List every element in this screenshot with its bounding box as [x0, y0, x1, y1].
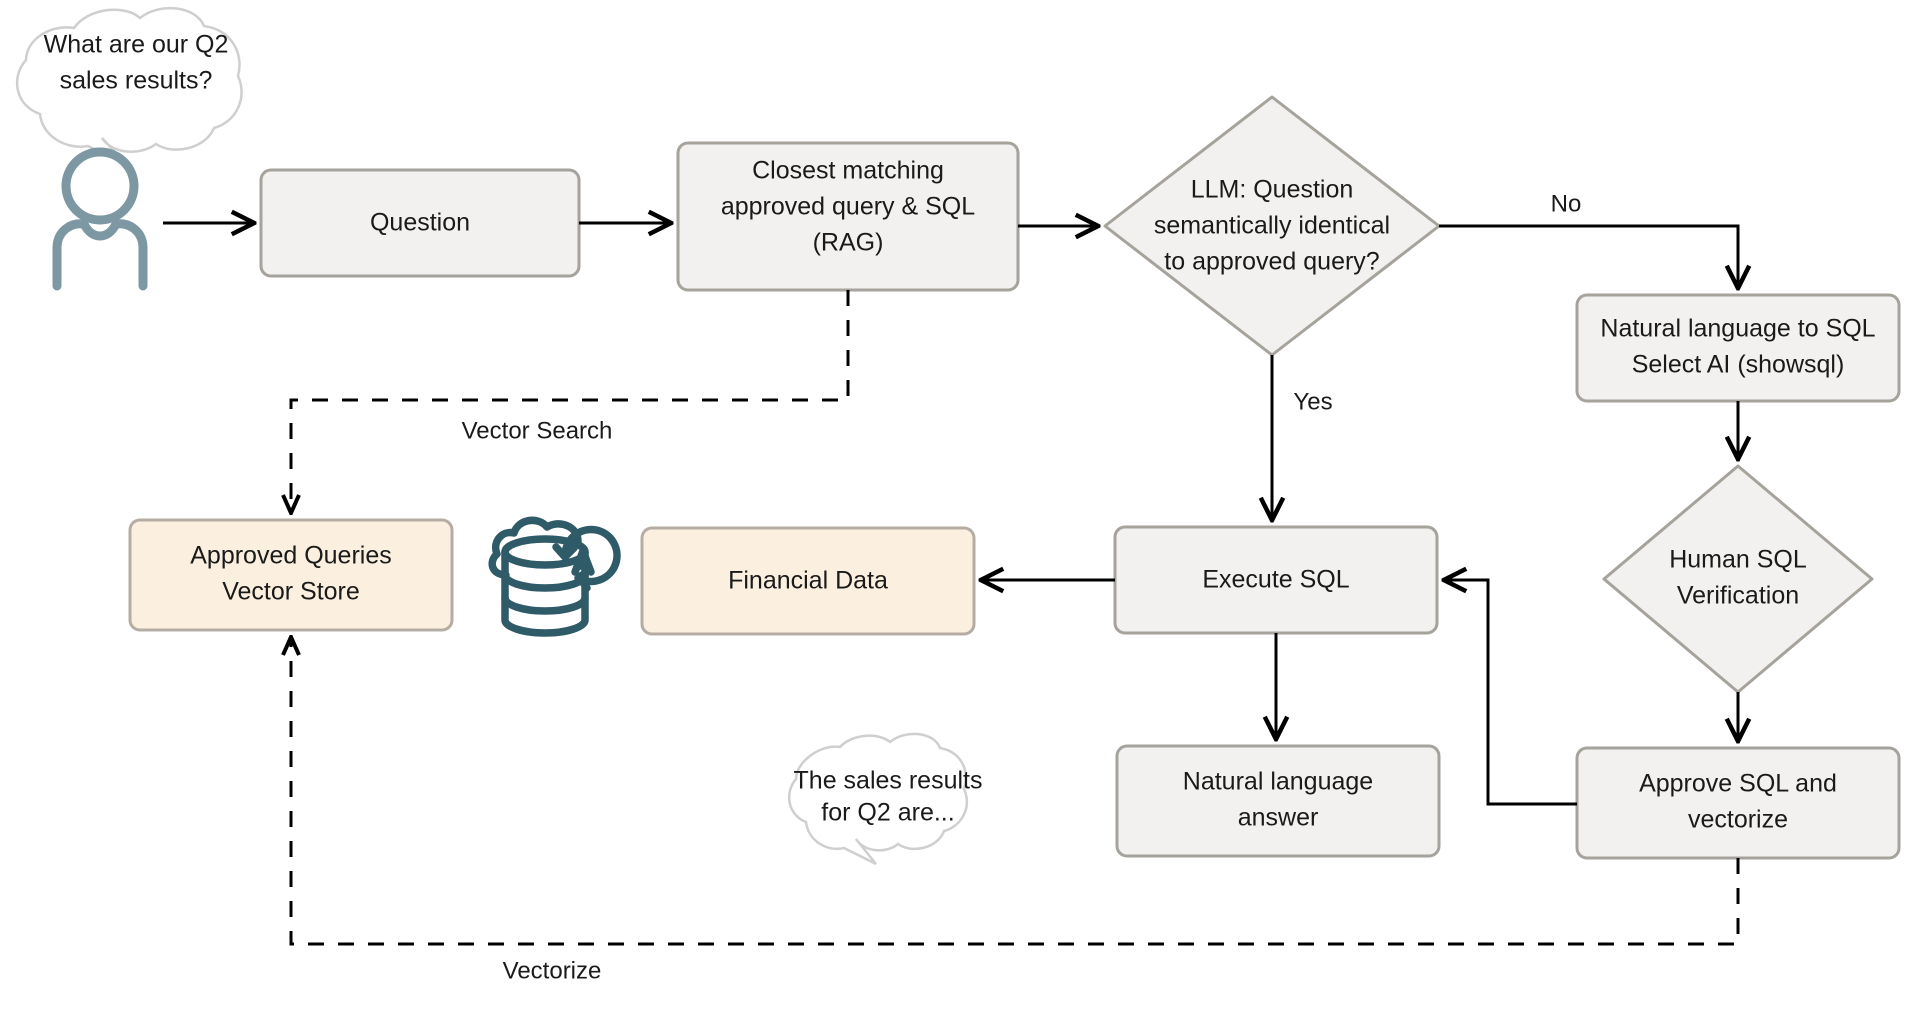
- node-approved-queries-line1: Approved Queries: [190, 542, 392, 570]
- node-nl-to-sql-box[interactable]: [1575, 293, 1901, 403]
- node-approve-vectorize-line2: vectorize: [1688, 806, 1788, 834]
- node-approve-vectorize-line1: Approve SQL and: [1639, 770, 1837, 798]
- edge-llm-decision-no: [1439, 224, 1738, 286]
- answer-speech-bubble: The sales results for Q2 are...: [787, 732, 983, 866]
- node-rag-line3: (RAG): [813, 229, 884, 257]
- edge-label-yes: Yes: [1293, 388, 1332, 415]
- node-rag-line1: Closest matching: [752, 157, 944, 185]
- answer-bubble-line2: for Q2 are...: [821, 799, 954, 827]
- node-llm-decision-line1: LLM: Question: [1191, 176, 1354, 204]
- edge-vectorize: [291, 639, 1740, 946]
- question-bubble-line2: sales results?: [60, 67, 213, 95]
- node-nl-to-sql-line2: Select AI (showsql): [1632, 351, 1845, 379]
- node-rag-line2: approved query & SQL: [721, 193, 975, 221]
- node-nl-answer-line1: Natural language: [1183, 768, 1373, 796]
- node-human-verification-line2: Verification: [1677, 582, 1799, 610]
- autonomous-database-icon: [488, 516, 621, 637]
- node-execute-sql[interactable]: Execute SQL: [1113, 525, 1439, 635]
- node-llm-decision-line2: semantically identical: [1154, 212, 1390, 240]
- node-human-verification-line1: Human SQL: [1669, 546, 1807, 574]
- node-nl-to-sql[interactable]: Natural language to SQL Select AI (shows…: [1575, 293, 1901, 403]
- node-financial-data[interactable]: Financial Data: [640, 526, 976, 636]
- edge-label-vectorize: Vectorize: [503, 957, 602, 984]
- edge-label-no: No: [1551, 190, 1582, 217]
- node-approved-queries-box[interactable]: [128, 518, 454, 632]
- node-execute-sql-label: Execute SQL: [1202, 566, 1349, 594]
- node-rag[interactable]: Closest matching approved query & SQL (R…: [676, 141, 1020, 292]
- person-icon: [52, 147, 148, 291]
- node-nl-answer-line2: answer: [1238, 804, 1319, 832]
- edge-vector-search: [291, 290, 850, 511]
- node-financial-data-label: Financial Data: [728, 567, 888, 595]
- question-bubble-line1: What are our Q2: [44, 31, 229, 59]
- node-nl-answer[interactable]: Natural language answer: [1115, 744, 1441, 858]
- edge-approve-to-execute-sql: [1446, 580, 1577, 806]
- node-human-verification[interactable]: Human SQL Verification: [1602, 464, 1874, 694]
- node-llm-decision[interactable]: LLM: Question semantically identical to …: [1103, 95, 1441, 357]
- node-llm-decision-line3: to approved query?: [1164, 248, 1379, 276]
- question-speech-bubble: What are our Q2 sales results?: [15, 6, 243, 166]
- node-nl-to-sql-line1: Natural language to SQL: [1600, 315, 1875, 343]
- node-approve-vectorize-box[interactable]: [1575, 746, 1901, 860]
- node-question[interactable]: Question: [259, 168, 581, 278]
- answer-bubble-line1: The sales results: [794, 767, 983, 795]
- node-nl-answer-box[interactable]: [1115, 744, 1441, 858]
- node-financial-data-box[interactable]: [640, 526, 976, 636]
- node-human-verification-shape[interactable]: [1602, 464, 1874, 694]
- node-question-label: Question: [370, 209, 470, 237]
- node-approved-queries[interactable]: Approved Queries Vector Store: [128, 518, 454, 632]
- edge-label-vector-search: Vector Search: [462, 417, 613, 444]
- node-approved-queries-line2: Vector Store: [222, 578, 360, 606]
- node-approve-vectorize[interactable]: Approve SQL and vectorize: [1575, 746, 1901, 860]
